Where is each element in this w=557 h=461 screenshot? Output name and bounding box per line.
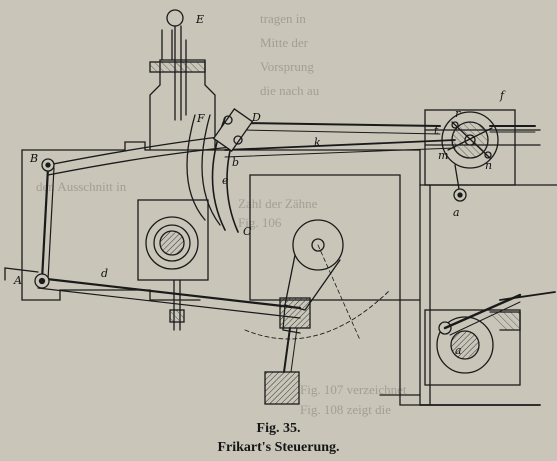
label-C: C	[243, 225, 252, 238]
label-t: t	[434, 124, 439, 137]
label-m: m	[438, 149, 449, 162]
label-a: a	[453, 206, 460, 219]
label-B: B	[30, 152, 39, 165]
bleed-text-line: Zahl der Zähne	[238, 196, 318, 211]
label-k: k	[314, 136, 321, 149]
bleed-text-line: Fig. 107 verzeichnet	[300, 382, 407, 397]
bleed-text-line: Fig. 106	[238, 215, 282, 230]
bleed-text-line: Vorsprung	[260, 59, 314, 74]
label-b: b	[232, 156, 240, 169]
label-A: A	[14, 274, 22, 287]
engine-frame	[21, 141, 421, 406]
label-f: f	[500, 89, 505, 102]
label-n: n	[485, 159, 493, 172]
label-r: r	[455, 107, 461, 120]
figure-number: Fig. 35.	[256, 421, 301, 436]
bleed-text-line: Fig. 108 zeigt die	[300, 402, 391, 417]
rocker-pivot	[292, 219, 344, 271]
valve-chest-column	[149, 59, 216, 151]
bleed-text-line: tragen in	[260, 11, 306, 26]
label-d: d	[101, 267, 109, 280]
label-a-lower: a	[455, 344, 462, 357]
bleed-text-line: die nach au	[260, 83, 320, 98]
label-e: e	[222, 174, 229, 187]
valve-housing	[137, 199, 209, 281]
label-D: D	[252, 111, 261, 124]
label-F: F	[197, 112, 205, 125]
bleed-text-line: Mitte der	[260, 35, 309, 50]
label-E: E	[196, 13, 205, 26]
bleed-text-line: den Ausschnitt in	[36, 179, 127, 194]
figure-caption: Frikart's Steuerung.	[217, 440, 340, 455]
